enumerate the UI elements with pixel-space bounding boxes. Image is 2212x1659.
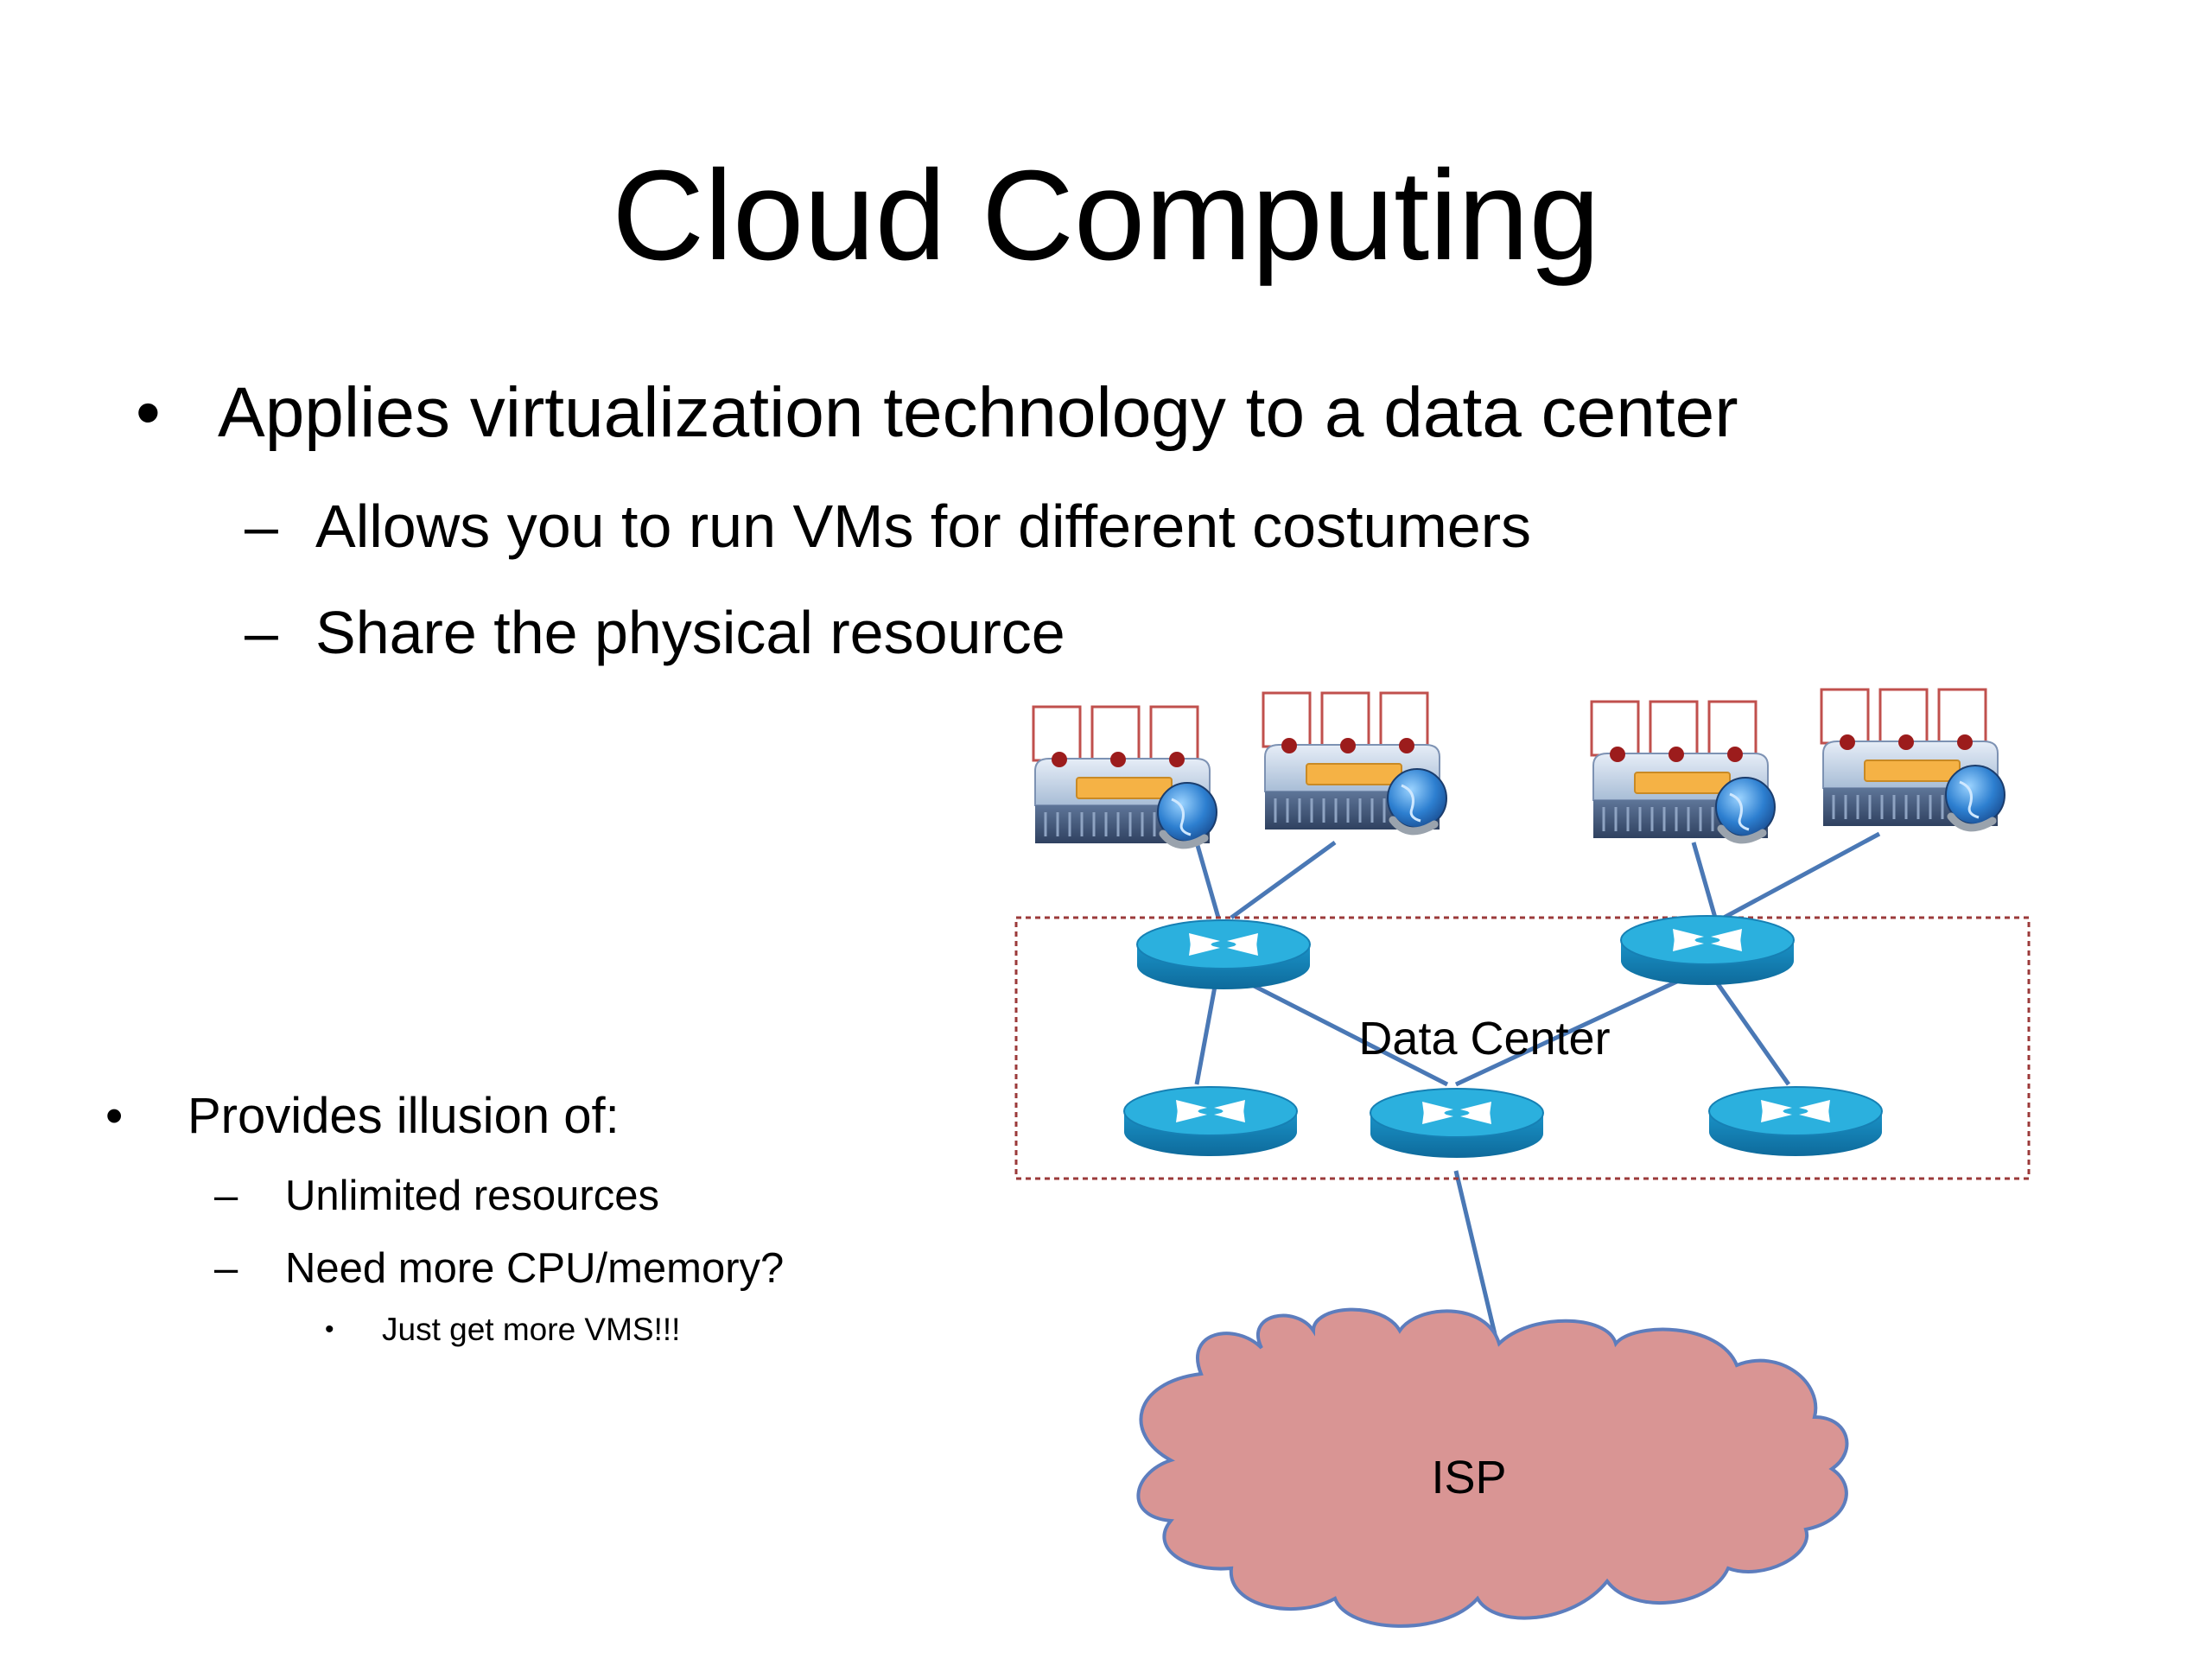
bullet-level2: – Allows you to run VMs for different co… [245, 489, 1532, 563]
router-icon [1123, 1086, 1298, 1157]
bullet-dot: • [325, 1315, 334, 1344]
server-icon [1592, 702, 1775, 840]
router-icon [1708, 1086, 1883, 1157]
bullet-dash: – [245, 493, 278, 560]
server-icon [1033, 707, 1217, 845]
isp-label: ISP [1431, 1452, 1506, 1503]
bullet-text: Applies virtualization technology to a d… [218, 373, 1738, 452]
bullet-dash: – [214, 1173, 238, 1219]
bullet-text: Provides illusion of: [188, 1088, 620, 1144]
data-center-region [1014, 916, 2031, 1180]
bullet-dot: • [105, 1088, 124, 1144]
router-icon [1370, 1088, 1544, 1159]
bullet-level2: – Unlimited resources [214, 1170, 659, 1222]
network-links [1194, 831, 1881, 1353]
server-icon [1263, 693, 1446, 831]
bullet-level3: • Just get more VMS!!! [325, 1310, 681, 1350]
bullet-level2: – Need more CPU/memory? [214, 1243, 785, 1294]
bullet-text: Need more CPU/memory? [285, 1245, 785, 1292]
bullet-text: Share the physical resource [315, 599, 1065, 666]
cloud-icon [1136, 1307, 1849, 1628]
slide-title: Cloud Computing [612, 144, 1600, 287]
bullet-level1: • Provides illusion of: [105, 1086, 620, 1147]
server-icon [1821, 690, 2005, 828]
bullet-dash: – [245, 599, 278, 666]
router-icon [1136, 919, 1311, 990]
bullet-dash: – [214, 1245, 238, 1292]
router-icon [1620, 915, 1795, 986]
bullet-level2: – Share the physical resource [245, 595, 1065, 670]
data-center-label: Data Center [1358, 1013, 1610, 1065]
bullet-level1: • Applies virtualization technology to a… [136, 370, 1738, 456]
bullet-dot: • [136, 373, 161, 452]
bullet-text: Unlimited resources [285, 1173, 659, 1219]
bullet-text: Allows you to run VMs for different cost… [315, 493, 1532, 560]
bullet-text: Just get more VMS!!! [382, 1312, 681, 1347]
